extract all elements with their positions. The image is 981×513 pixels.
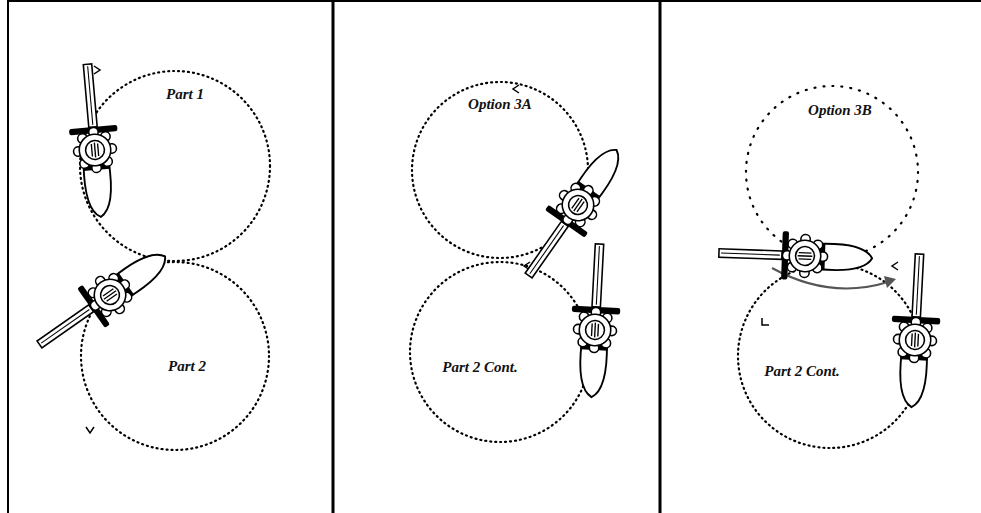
dotted-circle-path: Option 3B [746,86,918,258]
direction-arrowheads [86,66,898,433]
section-label: Part 2 [168,358,206,375]
motorcycle [26,237,179,364]
section-label: Part 1 [166,86,204,103]
motorcycle [887,253,943,409]
panel-divider [332,0,335,513]
section-label: Option 3B [808,102,872,119]
section-label: Part 2 Cont. [442,359,517,376]
motorcycle [509,136,636,289]
panel-divider [659,0,662,513]
circle-outline [410,262,590,442]
section-label: Part 2 Cont. [764,363,839,380]
turn-path-arrowhead [884,276,896,288]
circle-outline [738,264,922,448]
dotted-circle-path: Part 2 Cont. [410,262,590,442]
panel-border [8,0,981,2]
dotted-circle-path: Part 2 Cont. [738,264,922,448]
panel-border [7,0,9,513]
section-label: Option 3A [468,96,532,113]
motorcycle [718,229,873,283]
motorcycle [63,62,124,219]
motorcycle [567,243,623,399]
